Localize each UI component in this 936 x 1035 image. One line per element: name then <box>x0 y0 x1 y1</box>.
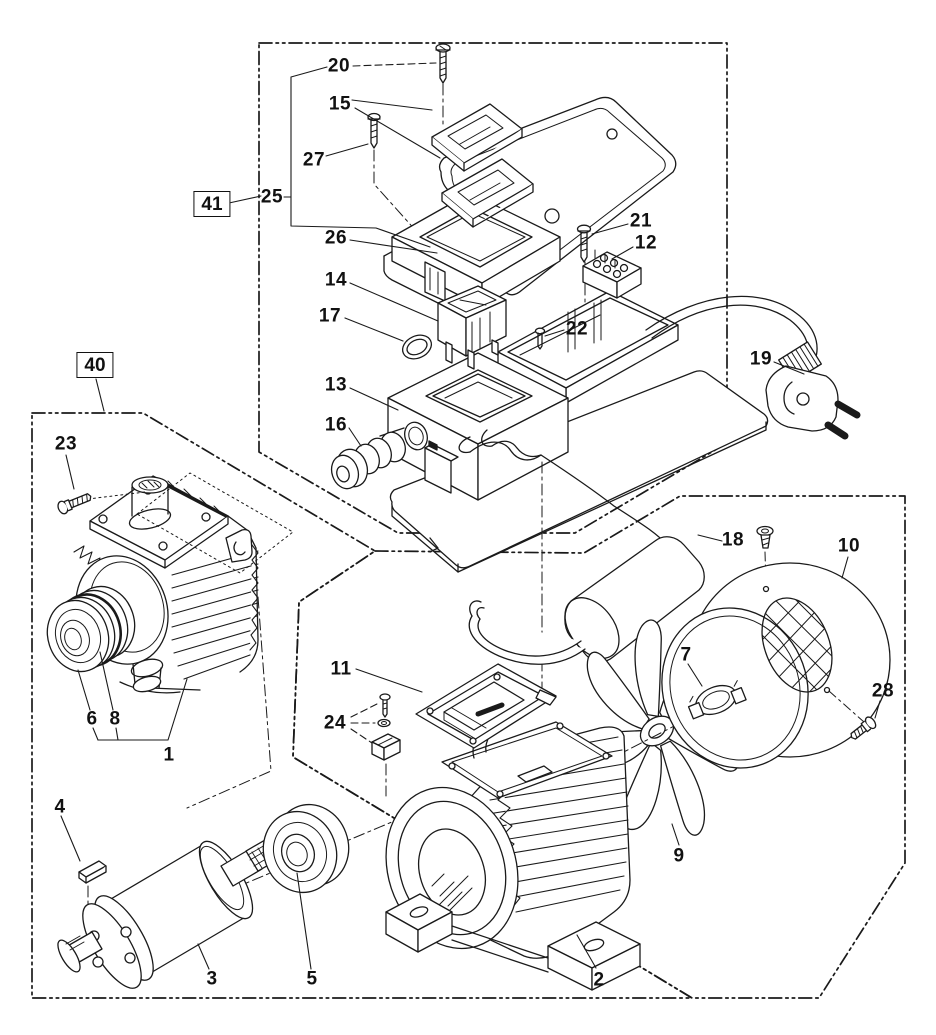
callout-12: 12 <box>634 232 658 254</box>
screw-28 <box>850 716 877 740</box>
power-plug <box>765 341 861 440</box>
callout-4: 4 <box>54 796 66 818</box>
callout-13: 13 <box>324 374 348 396</box>
callout-19: 19 <box>749 348 773 370</box>
callout-16: 16 <box>324 414 348 436</box>
rotor <box>57 820 312 989</box>
callout-20: 20 <box>327 55 351 77</box>
callout-10: 10 <box>837 535 861 557</box>
callout-15: 15 <box>328 93 352 115</box>
callout-25: 25 <box>260 186 284 208</box>
callout-2: 2 <box>593 969 605 991</box>
shaft-bushing <box>46 585 136 673</box>
group-41-border <box>258 42 728 534</box>
callout-14: 14 <box>324 269 348 291</box>
capacitor <box>468 536 705 665</box>
callout-21: 21 <box>629 210 653 232</box>
capacitor-wires <box>458 429 669 547</box>
screw-23 <box>57 493 92 515</box>
rocker-switch <box>437 285 507 370</box>
callout-5: 5 <box>306 968 318 990</box>
terminal-block <box>582 249 642 299</box>
callout-1: 1 <box>163 744 175 766</box>
cable-gland <box>330 427 406 490</box>
callout-9: 9 <box>673 845 685 867</box>
motor-body <box>385 721 641 991</box>
callout-24: 24 <box>323 712 347 734</box>
screw-22 <box>534 327 546 350</box>
o-ring <box>401 334 433 360</box>
cover-frame <box>391 192 561 308</box>
leader-lines <box>60 66 881 970</box>
group-label-40: 40 <box>76 352 114 378</box>
callout-11: 11 <box>330 658 352 680</box>
callout-17: 17 <box>318 305 342 327</box>
switch-cover-lower <box>441 158 534 228</box>
dashed-leaders <box>350 62 437 744</box>
callout-23: 23 <box>54 433 78 455</box>
callout-27: 27 <box>302 149 326 171</box>
screw-28-axis <box>828 690 865 723</box>
callout-22: 22 <box>565 318 589 340</box>
mount-outline-dotted <box>87 472 294 574</box>
callout-26: 26 <box>324 227 348 249</box>
switch-cover-upper <box>431 103 523 172</box>
terminal-box-housing <box>387 290 679 501</box>
screw-21 <box>576 224 592 263</box>
shaft-key <box>78 860 107 884</box>
screw-20 <box>435 43 451 84</box>
callout-8: 8 <box>109 708 121 730</box>
fan-cover-screw <box>756 525 774 549</box>
group-label-41: 41 <box>193 191 231 217</box>
bearing <box>262 803 350 894</box>
callout-3: 3 <box>206 968 218 990</box>
fan-cover <box>661 562 891 769</box>
terminal-plate <box>415 663 557 749</box>
motor-group-border <box>292 495 906 999</box>
callout-6: 6 <box>86 708 98 730</box>
clamp <box>687 680 747 720</box>
terminal-box-base-plate <box>389 370 769 573</box>
callout-28: 28 <box>871 680 895 702</box>
plate-fasteners <box>371 693 401 761</box>
callout-18: 18 <box>721 529 745 551</box>
callout-7: 7 <box>680 644 692 666</box>
